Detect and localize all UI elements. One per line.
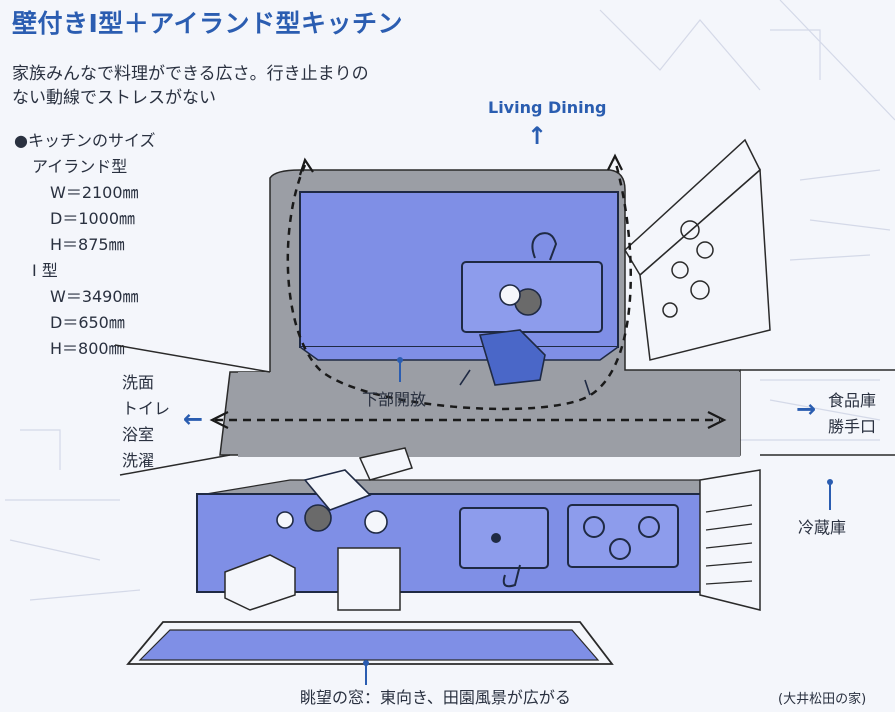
- i-type-depth: D＝650㎜: [50, 313, 125, 332]
- fridge-side-panel: [699, 469, 761, 611]
- island-width: W＝2100㎜: [50, 183, 139, 202]
- traffic-loop: [286, 159, 632, 411]
- person-at-island: [459, 284, 591, 396]
- credit-label: (大井松田の家): [778, 692, 867, 707]
- wall-counter-top: [199, 479, 701, 496]
- left-arrow-icon: ←: [183, 405, 204, 433]
- room-pantry: 食品庫: [828, 391, 877, 410]
- island-underside: [299, 346, 619, 361]
- i-type-height: H＝800㎜: [50, 339, 125, 358]
- description-line-1: 家族みんなで料理ができる広さ。行き止まりの: [12, 64, 369, 84]
- specs-heading: ●キッチンのサイズ: [14, 131, 156, 150]
- room-bath: 浴室: [122, 425, 155, 444]
- room-washroom: 洗面: [122, 373, 155, 392]
- island-label: アイランド型: [32, 157, 128, 176]
- kitchen-size-specs: ●キッチンのサイズ アイランド型 W＝2100㎜ D＝1000㎜ H＝875㎜ …: [14, 128, 155, 362]
- island-depth: D＝1000㎜: [50, 209, 136, 228]
- stove: [567, 504, 679, 568]
- wall-faucet: [502, 564, 521, 588]
- page-title: 壁付きI型＋アイランド型キッチン: [12, 9, 404, 38]
- up-arrow-icon: ↑: [527, 122, 548, 150]
- i-type-width: W＝3490㎜: [50, 287, 139, 306]
- description-line-2: ない動線でストレスがない: [12, 88, 216, 108]
- right-arrow-icon: →: [796, 395, 817, 423]
- description: 家族みんなで料理ができる広さ。行き止まりの ない動線でストレスがない: [12, 62, 432, 110]
- i-type-label: I 型: [32, 261, 58, 280]
- microwave-box: [337, 547, 401, 611]
- pantry-shelves: [624, 138, 771, 361]
- room-toilet: トイレ: [122, 399, 171, 418]
- right-rooms-list: 食品庫 勝手口: [828, 388, 876, 440]
- room-laundry: 洗濯: [122, 451, 155, 470]
- window-label: 眺望の窓：東向き、田園風景が広がる: [300, 688, 571, 707]
- fridge-label: 冷蔵庫: [798, 518, 847, 537]
- under-open-label: 下部開放: [362, 390, 427, 409]
- island-height: H＝875㎜: [50, 235, 125, 254]
- person-at-wall-counter: [276, 469, 388, 534]
- corridor-floor: [238, 372, 740, 457]
- island-faucet: [531, 232, 558, 261]
- rice-cooker: [224, 554, 296, 611]
- wall-sink: [459, 507, 549, 569]
- left-rooms-list: 洗面 トイレ 浴室 洗濯: [122, 370, 170, 474]
- room-back-door: 勝手口: [828, 417, 877, 436]
- living-dining-label: Living Dining: [488, 98, 607, 117]
